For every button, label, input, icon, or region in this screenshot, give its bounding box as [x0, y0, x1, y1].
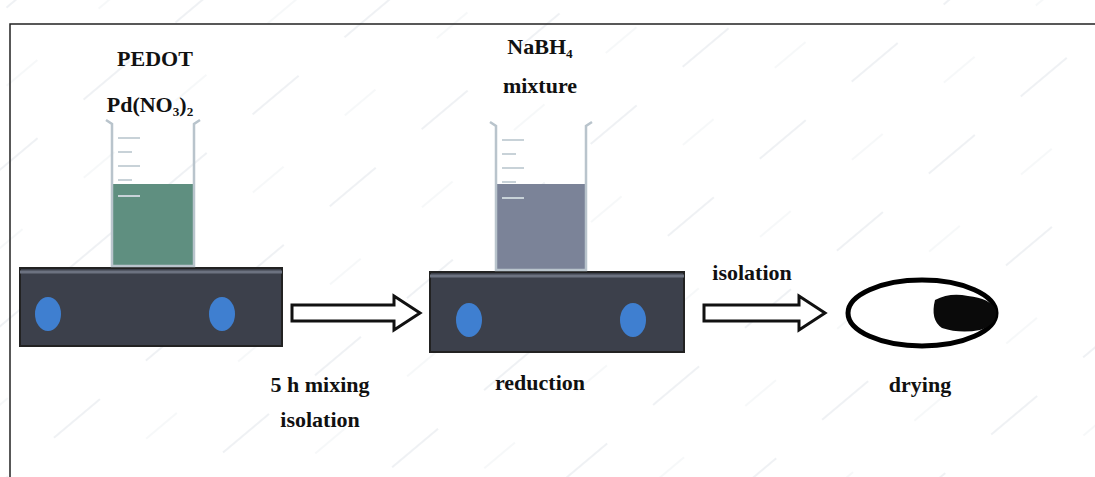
stirrer-plate: [20, 268, 282, 346]
stage-label: PEDOT: [117, 46, 193, 71]
process-stage: NaBH₄ mixture reduction: [430, 28, 684, 408]
process-stage: PEDOT Pd(NO₃)₂: [20, 40, 282, 346]
process-arrow: [704, 296, 825, 330]
beaker: [106, 120, 200, 266]
arrow-label: isolation: [687, 255, 817, 290]
frame: [10, 24, 1095, 477]
process-stage: drying: [845, 272, 1000, 402]
stirrer-plate: [430, 272, 684, 352]
arrow-label: 5 h mixing isolation: [235, 367, 405, 437]
stage-label: reduction: [495, 370, 585, 395]
stage-label: NaBH₄ mixture: [480, 28, 600, 105]
stage-label: Pd(NO₃)₂: [107, 92, 194, 117]
petri-dish: [848, 280, 996, 346]
process-arrow: [292, 296, 420, 330]
stage-label: drying: [889, 372, 951, 397]
beaker: [490, 122, 592, 270]
